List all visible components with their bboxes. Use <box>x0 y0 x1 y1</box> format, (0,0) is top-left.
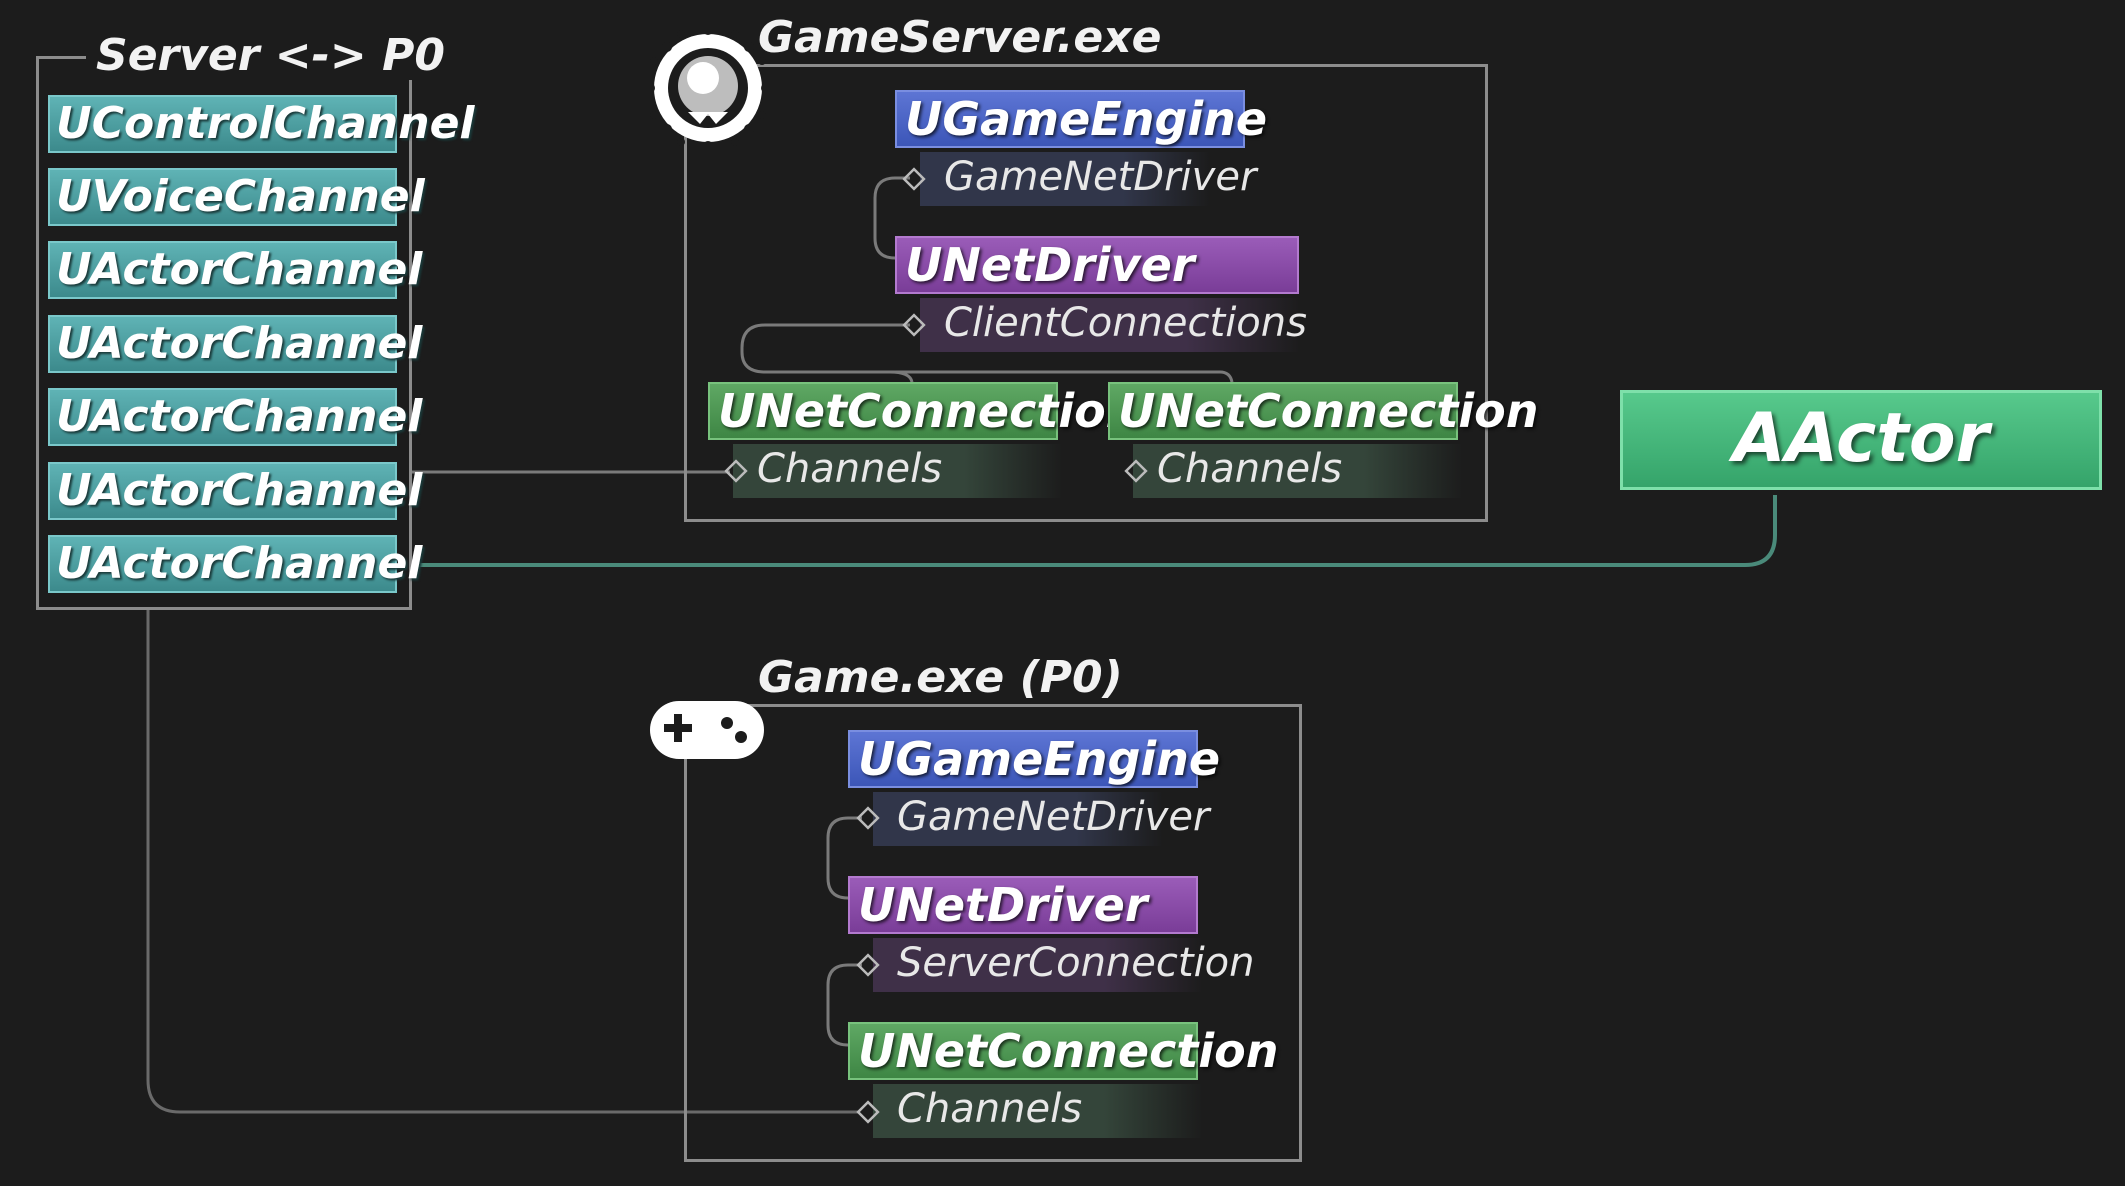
game-connection-node: UNetConnection <box>848 1022 1278 1080</box>
game-engine-prop: GameNetDriver <box>873 792 1209 846</box>
connector-serverconnection-to-connection <box>826 963 862 1047</box>
diamond-marker-icon <box>902 313 926 337</box>
server-channels-title: Server <-> P0 <box>86 32 455 80</box>
aactor-node: AActor <box>1620 390 2102 490</box>
gameserver-connection-node: UNetConnection <box>1108 382 1538 440</box>
diamond-marker-icon <box>856 953 880 977</box>
gameserver-group <box>684 64 1488 522</box>
connector-server-to-client-channels <box>146 610 860 1114</box>
game-driver-node: UNetDriver <box>848 876 1198 934</box>
channel-item: UActorChannel <box>48 388 422 446</box>
gameserver-engine-node: UGameEngine <box>895 90 1267 148</box>
gameserver-driver-prop: ClientConnections <box>920 298 1307 352</box>
game-driver-prop: ServerConnection <box>873 938 1255 992</box>
gamepad-icon <box>650 701 764 759</box>
connector-client-engine-to-driver <box>826 816 862 900</box>
connector-clientconnections <box>740 323 1234 383</box>
channel-item: UActorChannel <box>48 241 422 299</box>
diamond-marker-icon <box>902 167 926 191</box>
unreal-logo-icon <box>648 28 768 148</box>
connector-engine-to-driver <box>873 176 910 260</box>
diamond-marker-icon <box>856 1100 880 1124</box>
gameserver-connection-prop: Channels <box>1133 444 1463 498</box>
connector-actor-channel-to-aactor <box>412 495 1777 567</box>
game-connection-prop: Channels <box>873 1084 1203 1138</box>
game-client-title: Game.exe (P0) <box>752 654 1129 702</box>
game-engine-node: UGameEngine <box>848 730 1220 788</box>
diamond-marker-icon <box>1124 459 1148 483</box>
game-client-group <box>684 704 1302 1162</box>
gameserver-connection-prop: Channels <box>733 444 1063 498</box>
gameserver-driver-node: UNetDriver <box>895 236 1299 294</box>
diamond-marker-icon <box>724 459 748 483</box>
channel-item: UActorChannel <box>48 462 422 520</box>
gameserver-connection-node: UNetConnection <box>708 382 1138 440</box>
channel-item: UActorChannel <box>48 315 422 373</box>
channel-item: UControlChannel <box>48 95 475 153</box>
channel-item: UActorChannel <box>48 535 422 593</box>
gameserver-title: GameServer.exe <box>752 14 1168 62</box>
gameserver-engine-prop: GameNetDriver <box>920 152 1256 206</box>
channel-item: UVoiceChannel <box>48 168 425 226</box>
diamond-marker-icon <box>856 806 880 830</box>
